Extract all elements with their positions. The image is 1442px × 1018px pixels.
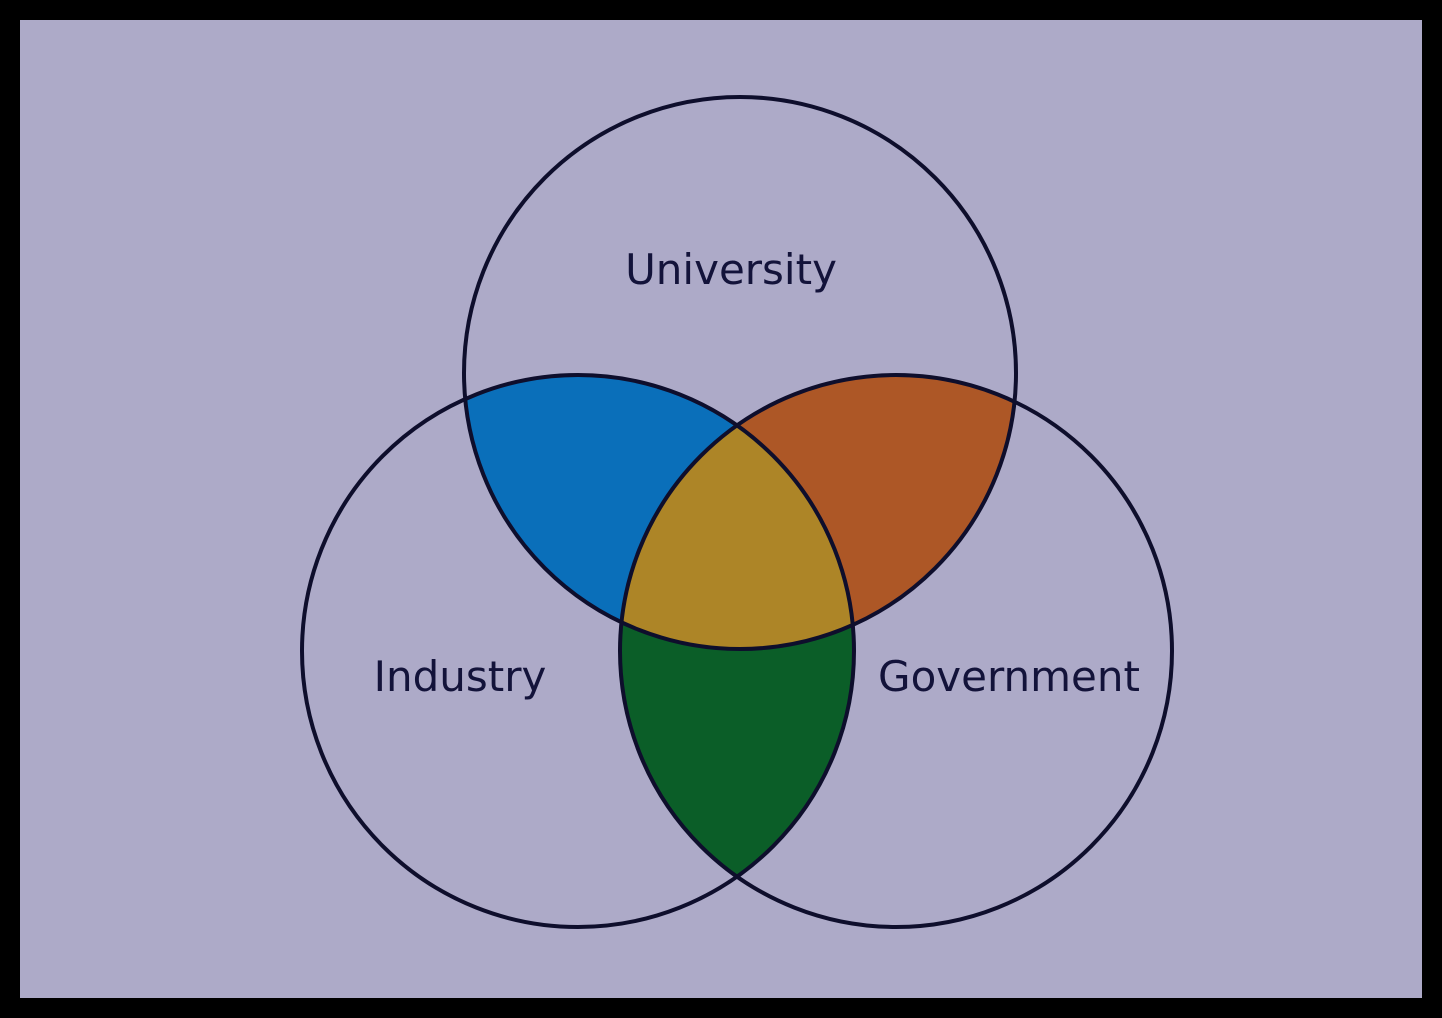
overlap-all-three (620, 375, 854, 649)
label-university: University (625, 245, 837, 294)
label-industry: Industry (374, 652, 547, 701)
circle-industry (300, 373, 856, 929)
label-government: Government (878, 652, 1140, 701)
circle-government (618, 373, 1174, 929)
circle-university (462, 95, 1018, 651)
